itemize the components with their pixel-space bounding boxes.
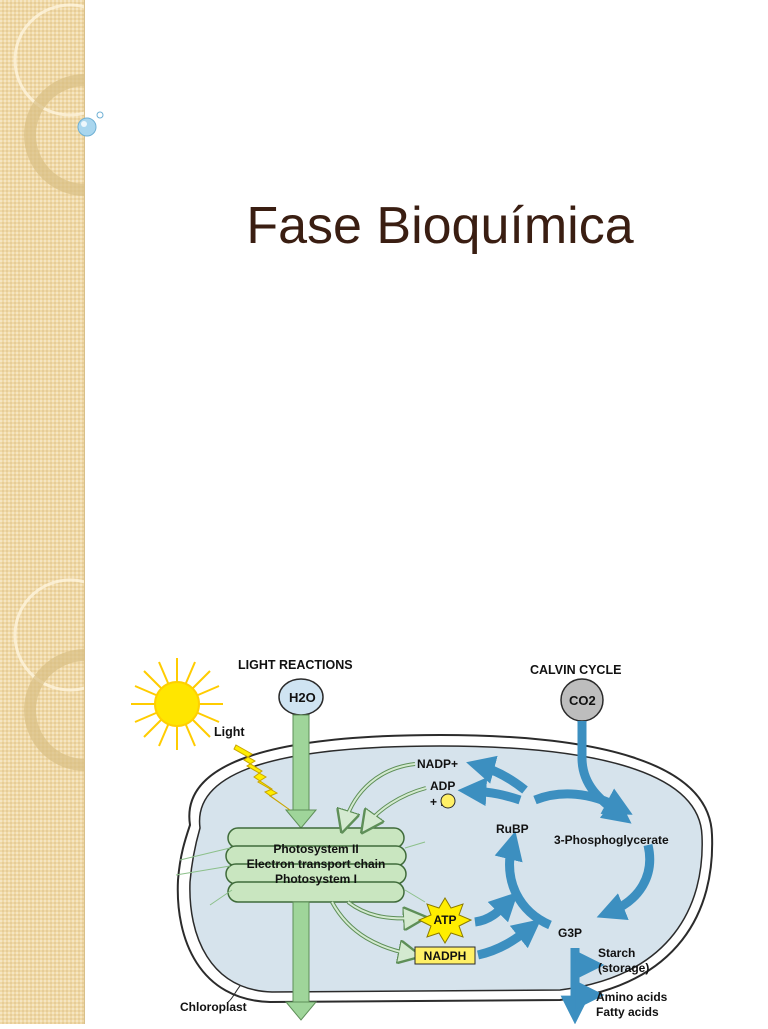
adp-label: ADP [430,779,455,793]
chloroplast-outer-membrane [176,733,714,1004]
atp-star [417,897,473,944]
oxygen-output-arrowhead [284,1001,318,1021]
thylakoid-stack [175,827,426,906]
nadph-box [414,946,476,965]
water-input-arrowhead [284,809,318,829]
water-label: H2O [289,690,316,705]
water-input-arrow [292,714,310,816]
chloroplast-stroma [189,745,703,993]
sun-icon [131,658,223,750]
oxygen-output-arrow [292,901,310,1005]
rubp-label: RuBP [496,822,529,836]
g3p-output-arrows [560,948,605,1024]
chloroplast-pointer [227,985,241,1003]
decorative-bubbles [77,111,104,137]
storage-label: (storage) [598,961,649,975]
light-bolt-icon [233,744,291,811]
photosystem-1-label: Photosystem I [275,872,357,886]
electron-transport-label: Electron transport chain [247,857,386,871]
chloroplast-label: Chloroplast [180,1000,247,1014]
calvin-cycle-heading: CALVIN CYCLE [530,663,621,677]
g3p-label: G3P [558,926,582,940]
starch-label: Starch [598,946,635,960]
calvin-cycle-arrows [457,721,655,960]
phosphoglycerate-label: 3-Phosphoglycerate [554,833,669,847]
slide-title: Fase Bioquímica [246,197,634,255]
photosystem-2-label: Photosystem II [273,842,358,856]
light-label: Light [214,725,245,739]
atp-label: ATP [433,913,456,927]
fatty-acids-label: Fatty acids [596,1005,659,1019]
nadph-label: NADPH [424,949,467,963]
amino-acids-label: Amino acids [596,990,668,1004]
phosphate-circle [440,793,456,809]
nadp-label: NADP+ [417,757,458,771]
light-reactions-heading: LIGHT REACTIONS [238,658,353,672]
photosynthesis-diagram: LIGHT REACTIONS CALVIN CYCLE H2O CO2 Lig… [131,658,714,1024]
sidebar-divider [84,0,85,1024]
co2-label: CO2 [569,693,596,708]
